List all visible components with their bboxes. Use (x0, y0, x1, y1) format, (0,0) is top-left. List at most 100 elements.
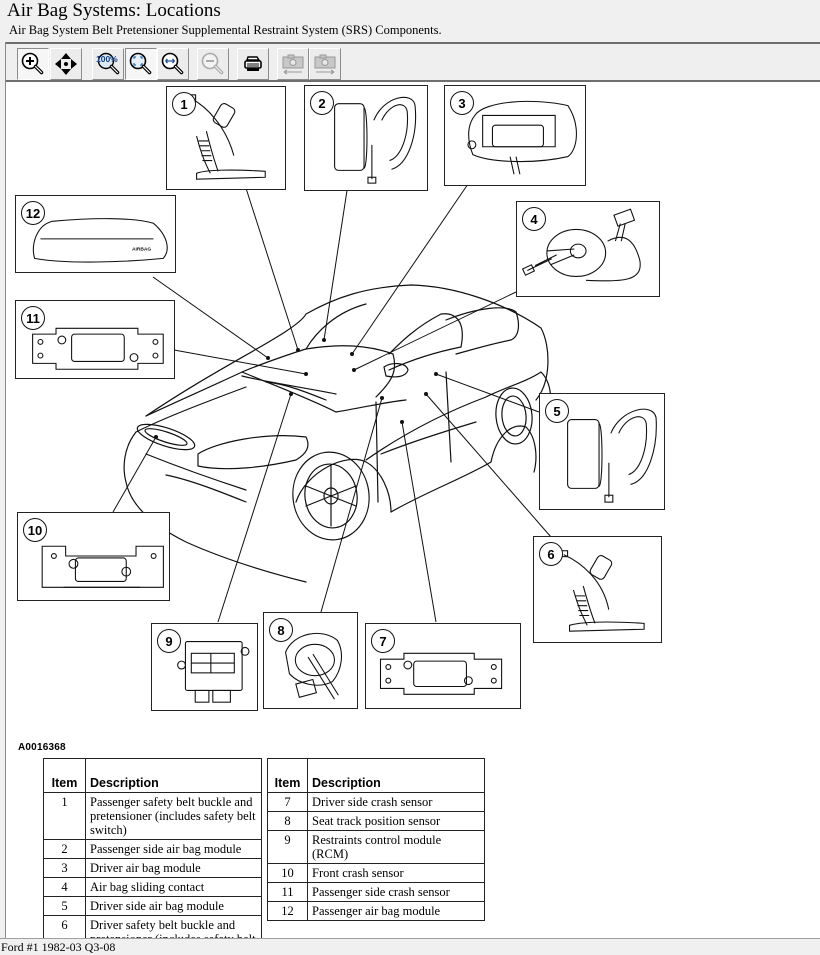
callout-panel-12: AIRBAG 12 (15, 195, 176, 273)
item-description: Passenger safety belt buckle and pretens… (85, 792, 262, 840)
callout-number: 9 (157, 629, 181, 653)
callout-number: 7 (371, 629, 395, 653)
callout-panel-2: 2 (304, 85, 428, 191)
callout-number: 12 (21, 201, 45, 225)
item-number: 7 (267, 792, 308, 812)
driver-side-airbag-module-drawing (567, 408, 657, 503)
next-image-button[interactable] (309, 48, 341, 80)
callout-panel-7: 7 (365, 623, 521, 709)
driver-side-crash-sensor-drawing (379, 652, 503, 695)
restraints-control-module-drawing (177, 641, 250, 703)
column-header-item: Item (267, 758, 308, 793)
zoom-out-button[interactable] (197, 48, 229, 80)
magnifier-minus-icon (201, 52, 224, 75)
four-way-arrows-icon (55, 53, 77, 75)
item-number: 3 (43, 858, 86, 878)
item-number: 10 (267, 863, 308, 883)
vehicle-outline (123, 284, 552, 583)
item-description: Driver safety belt buckle and pretension… (85, 915, 262, 938)
legend-header-row: Item Description (43, 758, 262, 793)
printer-icon (244, 56, 262, 71)
callout-number: 2 (310, 91, 334, 115)
callout-panel-4: 4 (516, 201, 660, 297)
front-crash-sensor-drawing (41, 545, 164, 588)
actual-size-button[interactable]: 100% (92, 48, 124, 80)
seat-track-position-sensor-drawing (284, 632, 343, 700)
print-button[interactable] (237, 48, 269, 80)
driver-airbag-module-drawing (467, 100, 577, 175)
clockspring-sliding-contact-drawing (521, 208, 641, 282)
item-number: 4 (43, 877, 86, 897)
legend-header-row: Item Description (267, 758, 485, 793)
callout-number: 10 (23, 518, 47, 542)
leader-dots (154, 338, 438, 439)
item-description: Restraints control module (RCM) (307, 830, 485, 864)
item-number: 5 (43, 896, 86, 916)
callout-panel-8: 8 (263, 612, 358, 709)
diagram-canvas[interactable]: 1 2 (6, 82, 820, 938)
item-number: 8 (267, 811, 308, 831)
fit-to-window-button[interactable] (125, 48, 157, 80)
pan-button[interactable] (50, 48, 82, 80)
item-description: Front crash sensor (307, 863, 485, 883)
item-description: Driver air bag module (85, 858, 262, 878)
callout-panel-3: 3 (444, 85, 586, 186)
zoom-in-button[interactable] (17, 48, 49, 80)
page-title: Air Bag Systems: Locations (7, 0, 221, 21)
airbag-stamp: AIRBAG (132, 247, 151, 253)
callout-number: 11 (21, 306, 45, 330)
magnifier-width-icon (161, 52, 184, 75)
passenger-side-crash-sensor-drawing (32, 327, 164, 370)
leader-lines (112, 181, 552, 623)
page-subtitle: Air Bag System Belt Pretensioner Supplem… (9, 23, 442, 37)
item-number: 2 (43, 839, 86, 859)
magnifier-100-icon: 100% (96, 52, 120, 75)
item-description: Passenger air bag module (307, 901, 485, 921)
callout-panel-9: 9 (151, 623, 258, 711)
callout-panel-10: 10 (17, 512, 170, 601)
callout-panel-5: 5 (539, 393, 665, 510)
viewer-toolbar: 100% (6, 42, 820, 82)
item-description: Passenger side air bag module (85, 839, 262, 859)
column-header-description: Description (307, 758, 485, 793)
previous-image-button[interactable] (277, 48, 309, 80)
item-number: 9 (267, 830, 308, 864)
callout-panel-1: 1 (166, 86, 286, 190)
item-number: 11 (267, 882, 308, 902)
camera-back-icon (282, 54, 304, 75)
passenger-airbag-module-drawing: AIRBAG (32, 218, 168, 263)
callout-number: 3 (450, 91, 474, 115)
status-bar: Ford #1 1982-03 Q3-08 (0, 938, 820, 955)
item-description: Driver side crash sensor (307, 792, 485, 812)
callout-number: 6 (539, 542, 563, 566)
callout-number: 5 (545, 399, 569, 423)
item-description: Driver side air bag module (85, 896, 262, 916)
fit-width-button[interactable] (157, 48, 189, 80)
column-header-item: Item (43, 758, 86, 793)
item-number: 6 (43, 915, 86, 938)
callout-panel-6: 6 (533, 536, 662, 643)
item-description: Seat track position sensor (307, 811, 485, 831)
image-viewer: 100% (5, 42, 820, 938)
magnifier-fit-icon (129, 52, 152, 75)
svg-text:100%: 100% (96, 54, 118, 64)
driver-belt-buckle-pretensioner-drawing (560, 550, 645, 632)
column-header-description: Description (85, 758, 262, 793)
item-number: 1 (43, 792, 86, 840)
callout-number: 4 (522, 207, 546, 231)
item-description: Passenger side crash sensor (307, 882, 485, 902)
callout-number: 8 (269, 618, 293, 642)
